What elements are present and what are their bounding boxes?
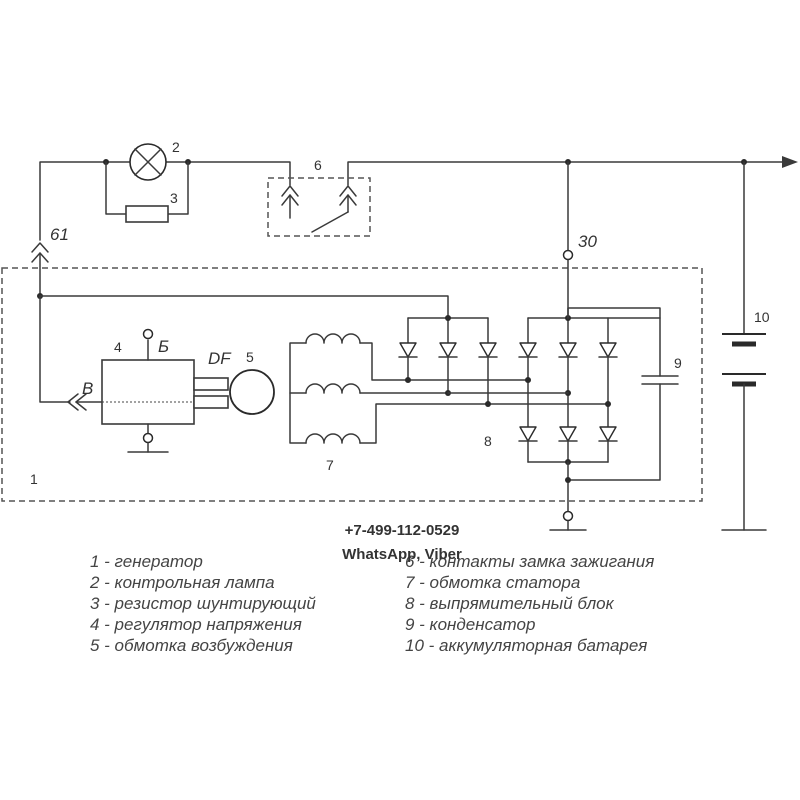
- ignition-switch-enclosure: [267, 177, 371, 237]
- rectifier-block: [398, 315, 661, 465]
- legend-item: 3 - резистор шунтирующий: [90, 594, 316, 613]
- legend-item: 2 - контрольная лампа: [89, 573, 275, 592]
- label-10: 10: [754, 309, 770, 325]
- watermark-apps: WhatsApp, Viber: [342, 546, 462, 563]
- shunt-resistor: [105, 161, 189, 223]
- legend-item: 6 - контакты замка зажигания: [405, 552, 654, 571]
- legend-item: 9 - конденсатор: [405, 615, 535, 634]
- legend-item: 8 - выпрямительный блок: [405, 594, 615, 613]
- label-4: 4: [114, 339, 122, 355]
- terminal-30: [562, 161, 574, 319]
- label-terminal-be: Б: [158, 337, 169, 356]
- label-3: 3: [170, 190, 178, 206]
- voltage-regulator: [101, 328, 229, 453]
- terminal-61-connector: [31, 242, 49, 299]
- label-8: 8: [484, 433, 492, 449]
- legend-item: 1 - генератор: [90, 552, 203, 571]
- stator-winding: [289, 333, 609, 444]
- label-terminal-30: 30: [578, 232, 597, 251]
- label-6: 6: [314, 157, 322, 173]
- control-lamp: [129, 143, 167, 181]
- label-9: 9: [674, 355, 682, 371]
- regulator-ground-terminal: [142, 432, 154, 444]
- label-2: 2: [172, 139, 180, 155]
- output-arrow-icon: [782, 156, 798, 168]
- field-winding: [229, 369, 275, 415]
- generator-enclosure: [1, 267, 703, 502]
- capacitor: [567, 307, 679, 481]
- battery: [721, 161, 767, 531]
- legend-item: 5 - обмотка возбуждения: [90, 636, 293, 655]
- label-terminal-61: 61: [50, 225, 69, 244]
- label-terminal-b: B: [82, 379, 93, 398]
- label-terminal-df: DF: [208, 349, 232, 368]
- resistor-icon: [125, 205, 169, 223]
- label-5: 5: [246, 349, 254, 365]
- legend-item: 10 - аккумуляторная батарея: [405, 636, 647, 655]
- legend-item: 4 - регулятор напряжения: [90, 615, 302, 634]
- terminal-be: [142, 328, 154, 340]
- watermark-phone: +7-499-112-0529: [345, 522, 460, 539]
- legend: 1 - генератор 2 - контрольная лампа 3 - …: [89, 552, 654, 655]
- ignition-switch-contacts: [281, 185, 357, 233]
- label-1: 1: [30, 471, 38, 487]
- terminal-b-connector: [67, 393, 103, 411]
- label-7: 7: [326, 457, 334, 473]
- legend-item: 7 - обмотка статора: [405, 573, 580, 592]
- generator-ground: [549, 461, 587, 531]
